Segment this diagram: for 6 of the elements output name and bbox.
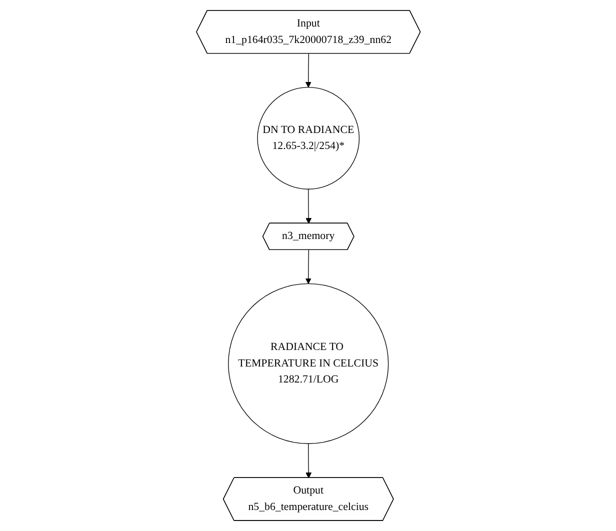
node-circle: RADIANCE TO TEMPERATURE IN CELCIUS 1282.71/LOG — [228, 283, 388, 444]
arrow — [305, 53, 311, 88]
node-circle: DN TO RADIANCE 12.65-3.2|/254)* — [256, 87, 360, 190]
arrow — [305, 443, 312, 478]
arrow — [305, 188, 312, 224]
arrow — [305, 250, 311, 284]
